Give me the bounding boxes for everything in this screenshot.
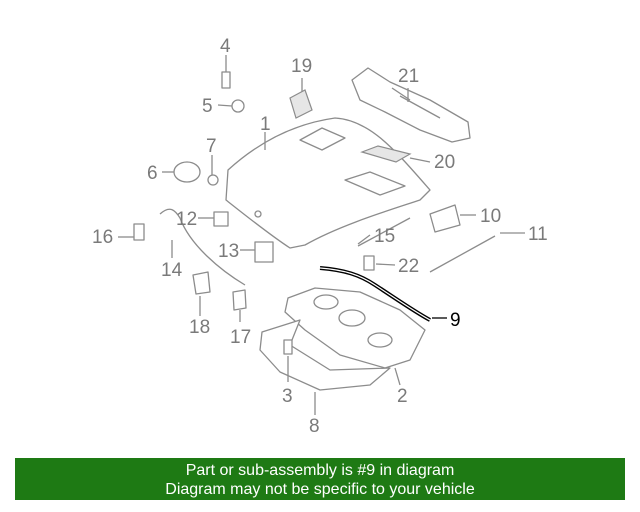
callout-11: 11 xyxy=(528,224,548,245)
callout-3: 3 xyxy=(282,386,293,407)
gas-strut-part xyxy=(429,235,496,273)
nut-part xyxy=(207,174,219,186)
liner-part xyxy=(259,319,391,391)
callout-8: 8 xyxy=(309,416,320,437)
callout-6: 6 xyxy=(147,163,158,184)
bracket-part xyxy=(360,145,412,163)
hinge-part xyxy=(213,211,229,227)
banner-line-part-number: Part or sub-assembly is #9 in diagram xyxy=(185,462,455,479)
leader-lines xyxy=(118,55,525,415)
clip-part xyxy=(133,223,145,241)
bumper-part xyxy=(363,255,375,271)
fastener-part xyxy=(283,339,293,355)
hood-part xyxy=(225,117,431,249)
callout-14: 14 xyxy=(161,260,183,281)
callout-17: 17 xyxy=(230,327,251,348)
support-rod-part xyxy=(429,204,461,233)
grommet-part xyxy=(231,99,245,113)
callout-2: 2 xyxy=(397,386,408,407)
cable-part xyxy=(357,217,411,247)
cowl-panel-part xyxy=(351,67,471,143)
callout-12: 12 xyxy=(176,209,197,230)
pad-part xyxy=(289,89,313,119)
banner-line-disclaimer: Diagram may not be specific to your vehi… xyxy=(165,481,475,498)
callout-7: 7 xyxy=(206,136,217,157)
bolt-part xyxy=(221,71,231,89)
bracket-18-part xyxy=(192,271,211,295)
hood-seal-rod-highlighted-inner xyxy=(319,267,431,321)
callout-22: 22 xyxy=(398,256,419,277)
callout-19: 19 xyxy=(291,56,312,77)
info-banner: Part or sub-assembly is #9 in diagram Di… xyxy=(15,458,625,500)
callout-15: 15 xyxy=(374,226,395,247)
bracket-17-part xyxy=(232,289,247,311)
seal-part xyxy=(159,208,246,286)
striker-part xyxy=(254,241,274,263)
callout-13: 13 xyxy=(218,241,239,262)
exploded-parts-diagram: 1 2 3 4 5 6 7 8 9 10 11 12 13 14 15 16 1… xyxy=(92,36,548,437)
callout-5: 5 xyxy=(202,96,213,117)
callout-10: 10 xyxy=(480,206,501,227)
callout-1: 1 xyxy=(260,114,271,135)
callout-20: 20 xyxy=(434,152,455,173)
callout-21: 21 xyxy=(398,66,419,87)
callout-4: 4 xyxy=(220,36,231,57)
callout-16: 16 xyxy=(92,227,113,248)
emblem-part xyxy=(173,161,201,183)
callout-18: 18 xyxy=(189,317,210,338)
callout-9-highlighted: 9 xyxy=(450,310,461,331)
